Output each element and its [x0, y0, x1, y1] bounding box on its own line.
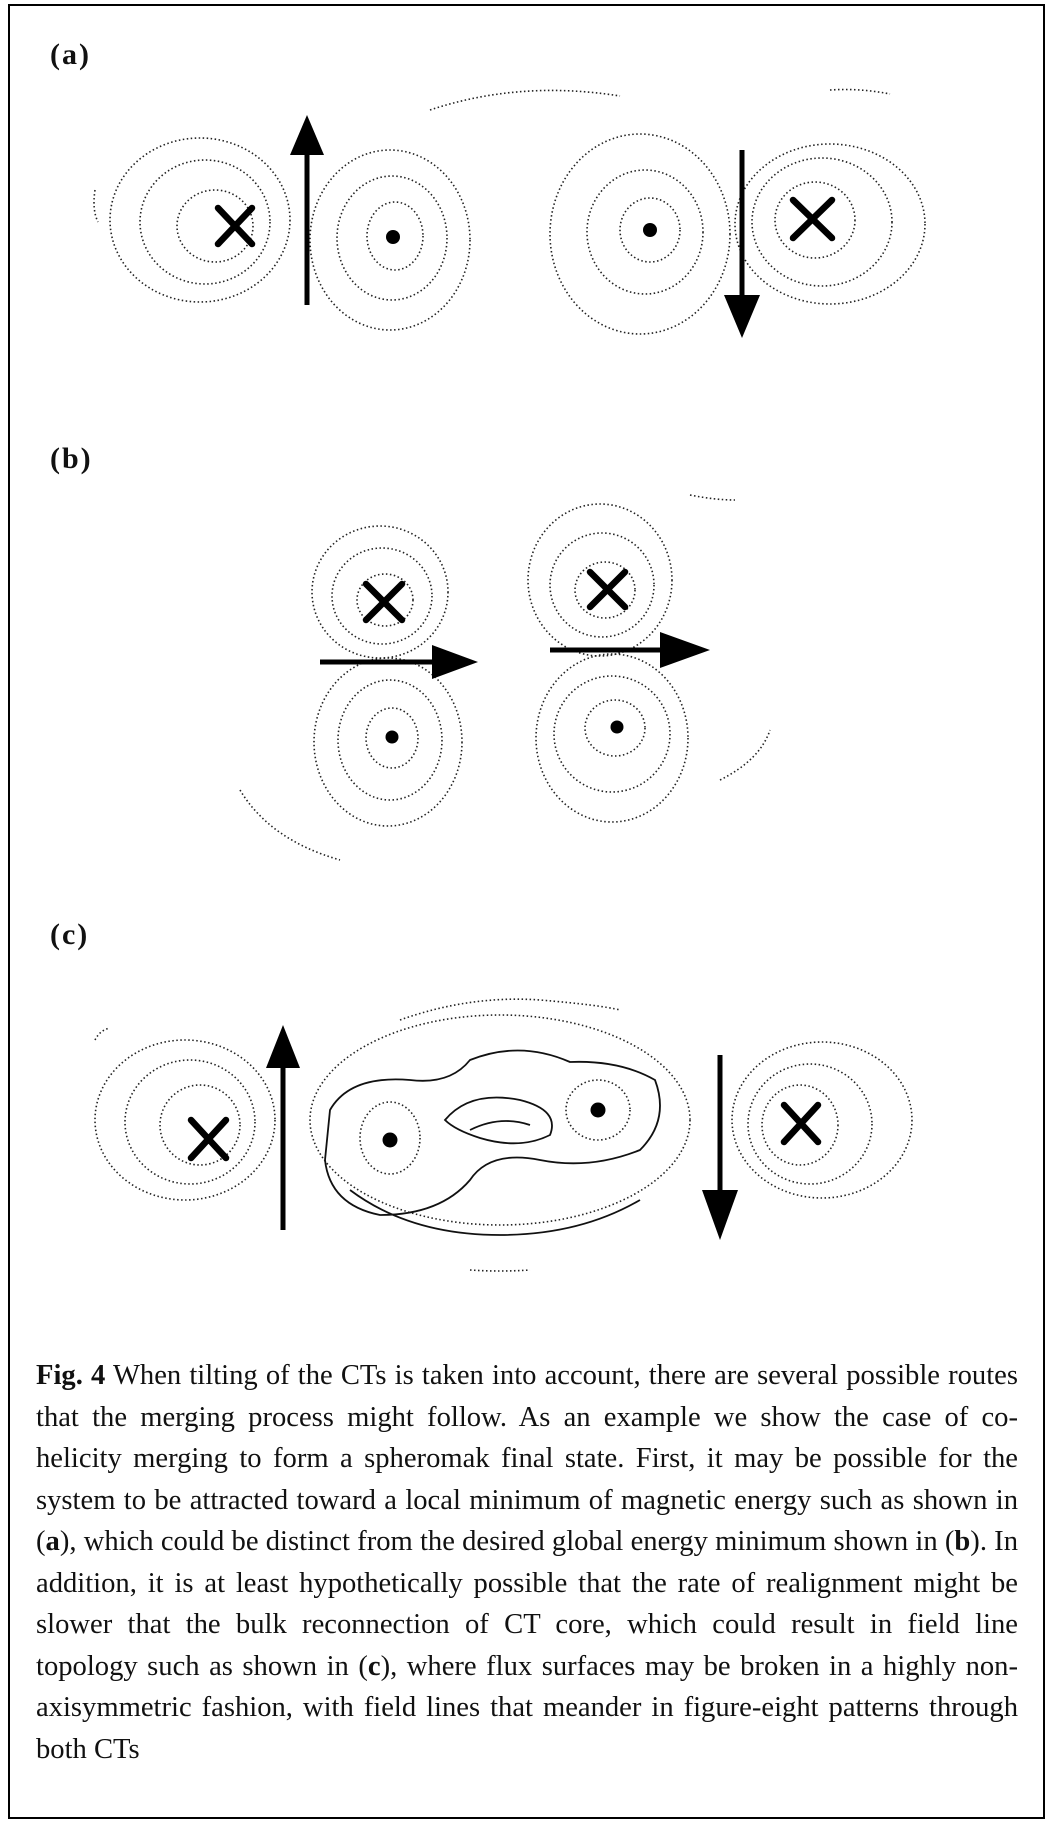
panel-b-diagram	[239, 494, 771, 861]
caption-text-3: ). In addition, it is at least hypotheti…	[36, 1526, 1019, 1682]
dot-right-b	[610, 720, 624, 734]
caption-text-2: ), which could be distinct from the desi…	[59, 1526, 955, 1557]
flux-contours-c	[94, 998, 913, 1272]
x-mark-right-b	[586, 568, 629, 611]
flux-contours-a	[93, 88, 926, 335]
arrow-up-a	[290, 115, 324, 305]
figure-caption: Fig. 4 When tilting of the CTs is taken …	[36, 1355, 1018, 1770]
flux-contours-b	[239, 494, 771, 861]
x-mark-left-b	[362, 580, 406, 624]
panel-a-diagram	[93, 88, 926, 338]
caption-ref-b: b	[954, 1526, 971, 1557]
dot-left-a	[386, 230, 400, 244]
caption-ref-c: c	[367, 1650, 381, 1682]
arrow-down-c	[702, 1055, 738, 1240]
x-mark-left-a	[214, 204, 256, 248]
dot-right-a	[643, 223, 657, 237]
caption-text-1: When tilting of the CTs is taken into ac…	[36, 1360, 1018, 1557]
panel-label-b: (b)	[50, 442, 93, 475]
dot-left-b	[385, 730, 399, 744]
panel-c-diagram	[94, 998, 913, 1272]
arrow-right-left-b	[320, 645, 478, 679]
x-mark-right-c	[780, 1101, 822, 1146]
dot-left-c	[382, 1132, 398, 1148]
arrow-down-a	[724, 150, 760, 338]
dot-right-c	[590, 1102, 606, 1118]
caption-fig-label: Fig. 4	[36, 1360, 106, 1391]
figure-frame	[8, 4, 1045, 1819]
caption-text-4: ), where flux surfaces may be broken in …	[36, 1650, 1018, 1765]
panel-label-c: (c)	[50, 918, 90, 951]
panel-label-a: (a)	[50, 38, 91, 71]
x-mark-right-a	[789, 196, 836, 242]
arrow-up-c	[266, 1025, 300, 1230]
x-mark-left-c	[187, 1116, 230, 1162]
caption-ref-a: a	[45, 1526, 60, 1557]
figure-eight-field-lines-c	[324, 1049, 661, 1236]
arrow-right-right-b	[550, 632, 710, 668]
